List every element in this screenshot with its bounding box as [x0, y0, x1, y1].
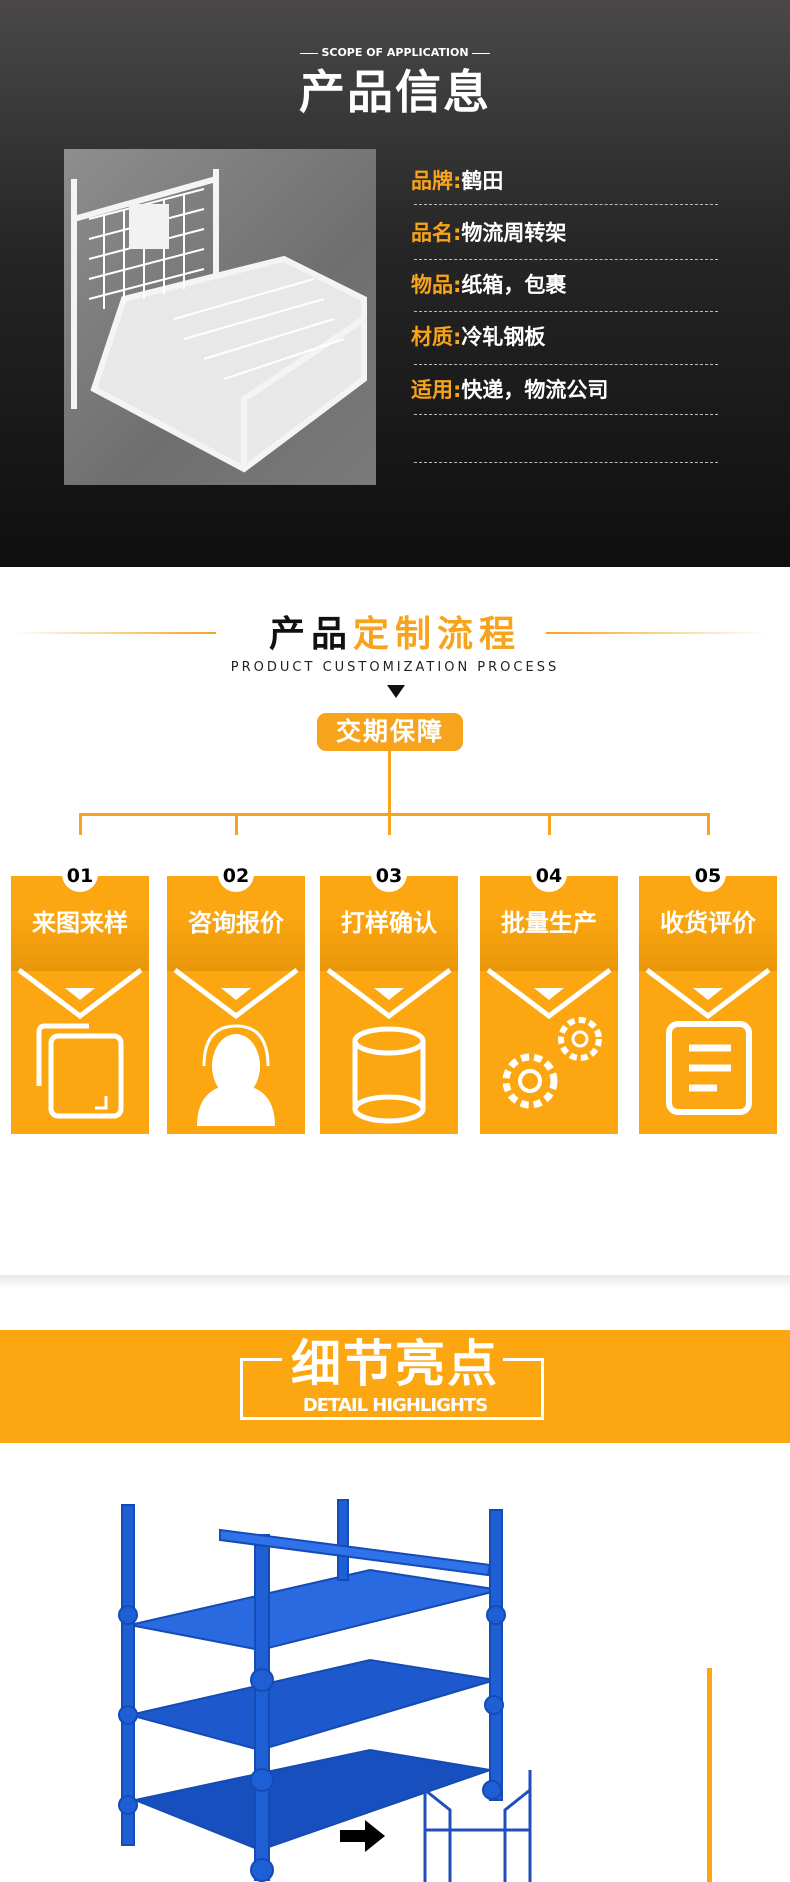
step-label: 收货评价: [660, 909, 756, 937]
headset-user-icon: [173, 968, 299, 1126]
connector-line: [388, 813, 391, 835]
connector-line: [388, 751, 391, 834]
spec-name: 品名:物流周转架: [411, 220, 566, 246]
spec-key: 适用:: [411, 378, 462, 402]
connector-line: [548, 813, 551, 835]
product-photo: [64, 149, 376, 485]
section-divider: [0, 1275, 790, 1289]
delivery-badge: 交期保障: [317, 713, 463, 751]
title-orange: 定制流程: [353, 614, 522, 655]
divider: [414, 204, 718, 205]
spec-key: 品牌:: [411, 169, 462, 193]
step-number: 01: [62, 862, 98, 892]
cylinder-icon: [326, 968, 452, 1124]
step-label: 来图来样: [32, 909, 128, 937]
gears-icon: [486, 968, 612, 1109]
divider: [414, 364, 718, 365]
connector-line: [235, 813, 238, 835]
spec-brand: 品牌:鹤田: [411, 168, 503, 194]
spec-material: 材质:冷轧钢板: [411, 324, 545, 350]
divider: [414, 311, 718, 312]
step-card-03: 03 打样确认: [320, 862, 458, 1134]
spec-value: 快递，物流公司: [461, 378, 609, 402]
step-number: 04: [531, 862, 567, 892]
eyebrow-text: SCOPE OF APPLICATION: [321, 46, 469, 59]
eyebrow: SCOPE OF APPLICATION: [0, 46, 790, 60]
section-title: 产品信息: [299, 65, 491, 119]
process-title: 产品定制流程: [0, 614, 790, 656]
accent-line: [707, 1668, 712, 1882]
copy-icon: [17, 968, 143, 1119]
spec-value: 鹤田: [461, 169, 504, 193]
arrow-right-icon: [340, 1820, 385, 1852]
spec-value: 冷轧钢板: [461, 325, 546, 349]
step-label: 咨询报价: [188, 909, 284, 937]
down-arrow-icon: [387, 685, 405, 698]
spec-key: 品名:: [411, 221, 462, 245]
step-label: 批量生产: [501, 909, 597, 937]
title-line-right: [546, 632, 768, 634]
detail-title: 细节亮点: [291, 1335, 499, 1393]
step-card-04: 04 批量生产: [480, 862, 618, 1134]
step-card-02: 02 咨询报价: [167, 862, 305, 1134]
connector-line: [79, 813, 710, 816]
title-frame: [240, 1358, 544, 1420]
step-number: 05: [690, 862, 726, 892]
divider: [414, 414, 718, 415]
frame-top-left: [240, 1358, 282, 1361]
document-icon: [645, 968, 771, 1115]
spec-goods: 物品:纸箱，包裹: [411, 272, 566, 298]
connector-line: [707, 813, 710, 835]
spec-value: 物流周转架: [461, 221, 567, 245]
frame-top-right: [503, 1358, 544, 1361]
process-subtitle: PRODUCT CUSTOMIZATION PROCESS: [230, 660, 560, 675]
detail-banner: [0, 1330, 790, 1443]
divider: [414, 259, 718, 260]
spec-key: 物品:: [411, 273, 462, 297]
divider: [414, 462, 718, 463]
product-info-section: SCOPE OF APPLICATION 产品信息 品牌:鹤田 品名:物流周转架…: [0, 0, 790, 567]
step-label: 打样确认: [341, 909, 437, 937]
step-number: 02: [218, 862, 254, 892]
step-card-01: 01 来图来样: [11, 862, 149, 1134]
title-line-left: [12, 632, 216, 634]
step-card-05: 05 收货评价: [639, 862, 777, 1134]
connector-line: [79, 813, 82, 835]
spec-value: 纸箱，包裹: [461, 273, 567, 297]
step-number: 03: [371, 862, 407, 892]
detail-subtitle: DETAIL HIGHLIGHTS: [302, 1395, 488, 1416]
spec-key: 材质:: [411, 325, 462, 349]
blue-rack-photo: [118, 1499, 532, 1882]
title-black: 产品: [268, 614, 353, 655]
spec-usage: 适用:快递，物流公司: [411, 377, 608, 403]
